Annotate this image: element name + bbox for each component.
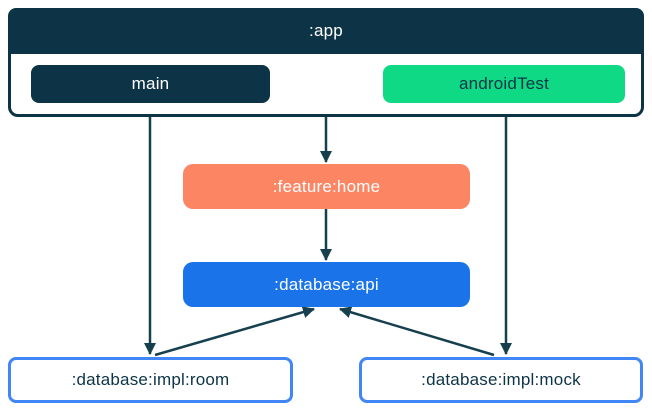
node-androidtest: androidTest — [383, 65, 625, 103]
edge-impl-room-to-database-api — [154, 306, 315, 357]
edge-impl-mock-to-database-api — [339, 306, 495, 357]
node-app-header: :app — [8, 8, 644, 54]
node-main: main — [31, 65, 270, 103]
node-database-api: :database:api — [183, 262, 470, 307]
node-database-impl-room-label: :database:impl:room — [71, 370, 230, 389]
node-main-label: main — [131, 74, 170, 93]
node-feature-home: :feature:home — [183, 164, 470, 209]
node-database-impl-mock: :database:impl:mock — [359, 357, 643, 403]
node-database-impl-room: :database:impl:room — [8, 357, 293, 403]
node-database-api-label: :database:api — [274, 274, 379, 294]
node-app-label: :app — [309, 21, 343, 40]
node-androidtest-label: androidTest — [458, 74, 550, 93]
node-database-impl-mock-label: :database:impl:mock — [421, 370, 581, 389]
node-feature-home-label: :feature:home — [272, 176, 381, 196]
